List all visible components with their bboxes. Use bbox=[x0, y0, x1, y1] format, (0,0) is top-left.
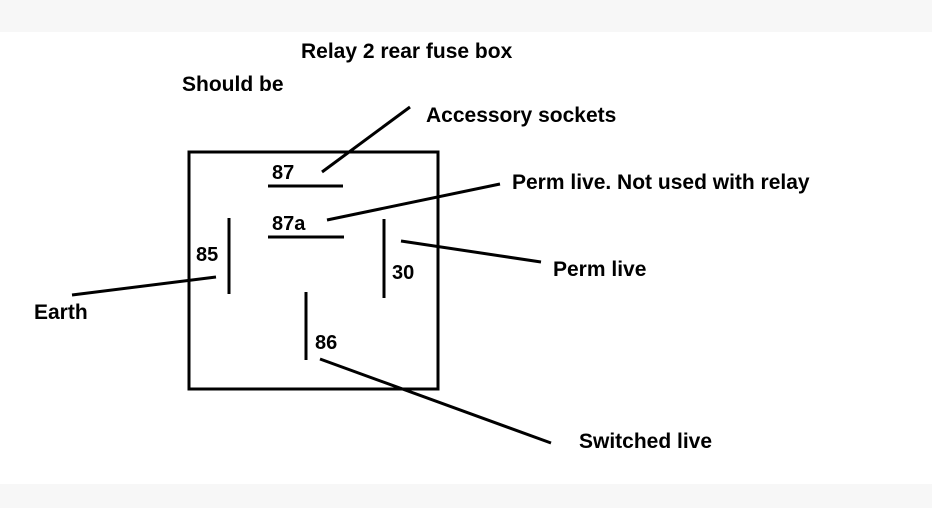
callout-line-switched bbox=[319, 357, 552, 445]
pin-87-label: 87 bbox=[272, 162, 294, 184]
callout-line-perm-not-used bbox=[326, 182, 501, 222]
switched-live-label: Switched live bbox=[579, 430, 712, 453]
perm-live-label: Perm live bbox=[553, 258, 646, 281]
callout-line-earth bbox=[71, 275, 217, 297]
pin-86-label: 86 bbox=[315, 332, 337, 354]
callout-line-accessory bbox=[321, 105, 411, 174]
pin-30-label: 30 bbox=[392, 262, 414, 284]
perm-live-not-used-label: Perm live. Not used with relay bbox=[512, 171, 810, 194]
earth-label: Earth bbox=[34, 301, 88, 324]
diagram-title: Relay 2 rear fuse box bbox=[301, 40, 513, 63]
callout-line-perm bbox=[400, 239, 542, 264]
diagram-canvas bbox=[0, 32, 932, 484]
pin-87a-label: 87a bbox=[272, 213, 306, 235]
diagram-subtitle: Should be bbox=[182, 73, 284, 96]
accessory-sockets-label: Accessory sockets bbox=[426, 104, 616, 127]
pin-85-label: 85 bbox=[196, 244, 218, 266]
relay-body bbox=[187, 150, 440, 391]
